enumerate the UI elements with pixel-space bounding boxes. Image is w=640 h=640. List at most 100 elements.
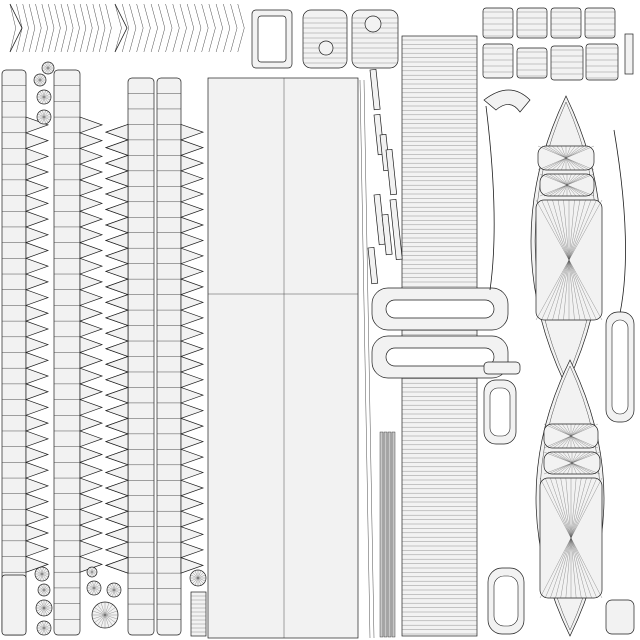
cap-spoke xyxy=(104,604,113,616)
bow-fan xyxy=(535,259,570,321)
long-strap-islands xyxy=(1,69,205,636)
large-panel-islands xyxy=(207,77,375,639)
strap-spike xyxy=(79,147,104,165)
cap-spoke xyxy=(39,622,45,629)
bow-fan xyxy=(568,259,597,321)
bow-fan xyxy=(568,199,603,261)
cap-spoke xyxy=(91,567,94,573)
cap-spoke xyxy=(113,589,116,597)
cap-spoke xyxy=(43,90,46,98)
strap-spike xyxy=(25,226,50,244)
strap-spike xyxy=(180,123,205,141)
cap-spoke xyxy=(34,76,41,81)
chevron-mark xyxy=(150,3,158,53)
strap-spike xyxy=(104,154,129,172)
strap-spike xyxy=(104,185,129,203)
curved-loop xyxy=(483,89,531,113)
cap-spoke xyxy=(192,577,199,584)
strap-spike xyxy=(25,524,50,542)
strap-spike xyxy=(104,526,129,543)
strap-spike xyxy=(180,448,205,466)
bow-fan xyxy=(566,184,581,197)
cap-spoke xyxy=(197,577,204,584)
strap-spike xyxy=(104,201,129,218)
bow-fan xyxy=(570,423,581,437)
cap-spoke xyxy=(43,110,46,118)
cap-spoke xyxy=(47,62,52,69)
bow-fan xyxy=(561,145,567,159)
tile-island xyxy=(516,7,548,39)
cap-spoke xyxy=(47,67,52,74)
bow-fan xyxy=(539,537,572,599)
cap-spoke xyxy=(38,607,45,614)
strap-spike xyxy=(180,526,205,543)
strap-spike xyxy=(104,340,129,357)
cap-spoke xyxy=(90,567,93,573)
cap-spoke xyxy=(109,584,115,591)
strap-spike xyxy=(25,289,50,306)
bow-fan xyxy=(570,477,577,539)
bow-fan xyxy=(537,157,567,171)
bow-fan xyxy=(546,259,570,321)
bow-fan xyxy=(571,451,577,464)
strap-spike xyxy=(104,356,129,373)
chevron-edge xyxy=(114,3,128,53)
bow-fan xyxy=(570,537,587,599)
cap-spoke xyxy=(42,90,45,98)
cap-spoke xyxy=(113,589,119,596)
strap-spike xyxy=(104,541,129,559)
strap-spike xyxy=(104,247,129,265)
strap-spike xyxy=(79,132,104,149)
cap-spoke xyxy=(43,602,50,609)
bow-fan xyxy=(571,451,591,464)
cap-spoke xyxy=(43,93,51,98)
chevron-mark xyxy=(114,3,122,53)
cap-spoke xyxy=(37,568,43,575)
chevron-mark xyxy=(9,3,16,53)
cap-spoke xyxy=(39,116,45,123)
panel-edge-strip xyxy=(359,79,371,639)
rod-island xyxy=(383,431,388,638)
cap-spoke xyxy=(104,610,118,616)
cap-spoke xyxy=(43,116,49,123)
bow-fan xyxy=(565,157,581,171)
cap-spoke xyxy=(47,64,54,69)
cap-spoke xyxy=(92,610,106,616)
bow-fan xyxy=(566,423,572,437)
strap-spike xyxy=(25,352,50,369)
chevron-mark xyxy=(129,3,137,53)
strap-spike xyxy=(25,147,50,165)
cap-spoke xyxy=(113,583,116,591)
cap-spoke xyxy=(43,624,51,629)
bow-fan xyxy=(546,199,570,261)
strap-spike xyxy=(79,304,104,322)
cap-spoke xyxy=(91,571,97,576)
cap-spoke xyxy=(43,621,46,629)
cap-spoke xyxy=(43,116,46,124)
strap-spike xyxy=(180,495,205,512)
strap-spike xyxy=(104,386,129,404)
cap-spoke xyxy=(97,614,106,626)
strap-spike xyxy=(25,116,50,134)
cap-spoke xyxy=(40,567,43,575)
bow-fan xyxy=(566,184,586,197)
cap-spoke xyxy=(43,627,46,635)
box-lid xyxy=(351,9,399,69)
cap-spoke xyxy=(89,582,95,589)
chevron-mark xyxy=(67,3,74,53)
cap-spoke xyxy=(194,577,199,586)
bow-fan xyxy=(562,462,573,475)
bow-fan xyxy=(568,259,592,321)
bow-fan xyxy=(553,462,573,475)
bow-fan xyxy=(547,145,567,159)
bow-fan xyxy=(548,423,572,437)
bow-fan xyxy=(555,537,572,599)
bow-fan xyxy=(570,477,582,539)
cap-spoke xyxy=(112,583,115,591)
chevron-mark xyxy=(158,3,166,53)
bow-fan xyxy=(570,435,599,449)
strap-spike xyxy=(79,352,104,369)
strap-spike xyxy=(104,557,129,574)
cap-spoke xyxy=(35,570,43,575)
